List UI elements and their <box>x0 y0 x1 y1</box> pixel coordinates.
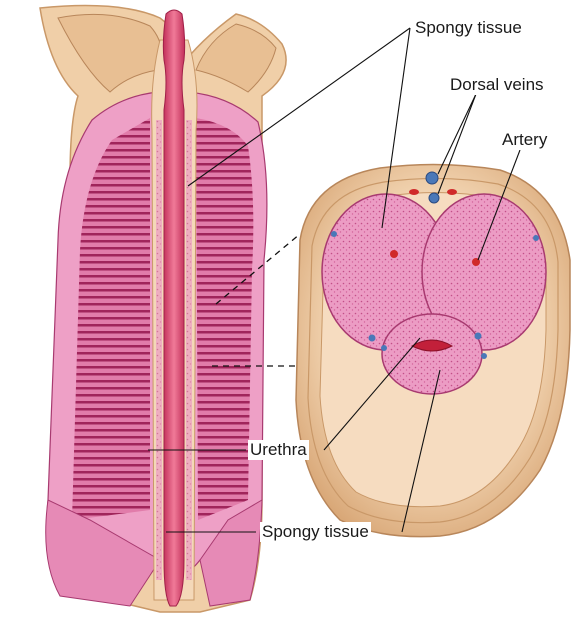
vessel-d <box>475 333 482 340</box>
vessel-f <box>533 235 539 241</box>
left-artery-dot <box>390 250 398 258</box>
longitudinal-section <box>40 6 286 612</box>
spongy-dots-right <box>186 120 192 580</box>
dorsal-artery-right <box>447 189 457 195</box>
dorsal-vein-1 <box>426 172 438 184</box>
dorsal-vein-2 <box>429 193 439 203</box>
label-dorsal-veins: Dorsal veins <box>448 75 546 95</box>
right-corpus-stripes <box>196 118 253 520</box>
dorsal-artery-left <box>409 189 419 195</box>
cross-section <box>296 164 570 536</box>
vessel-a <box>331 231 337 237</box>
label-artery: Artery <box>500 130 549 150</box>
urethra-channel <box>163 10 184 606</box>
label-spongy-tissue-bottom: Spongy tissue <box>260 522 371 542</box>
vessel-e <box>481 353 487 359</box>
vessel-b <box>369 335 376 342</box>
leader-dorsal-veins-a <box>438 94 476 174</box>
label-spongy-tissue-top: Spongy tissue <box>413 18 524 38</box>
label-urethra: Urethra <box>248 440 309 460</box>
vessel-c <box>381 345 387 351</box>
spongy-dots-left <box>156 120 162 580</box>
corpus-spongiosum <box>382 314 482 394</box>
